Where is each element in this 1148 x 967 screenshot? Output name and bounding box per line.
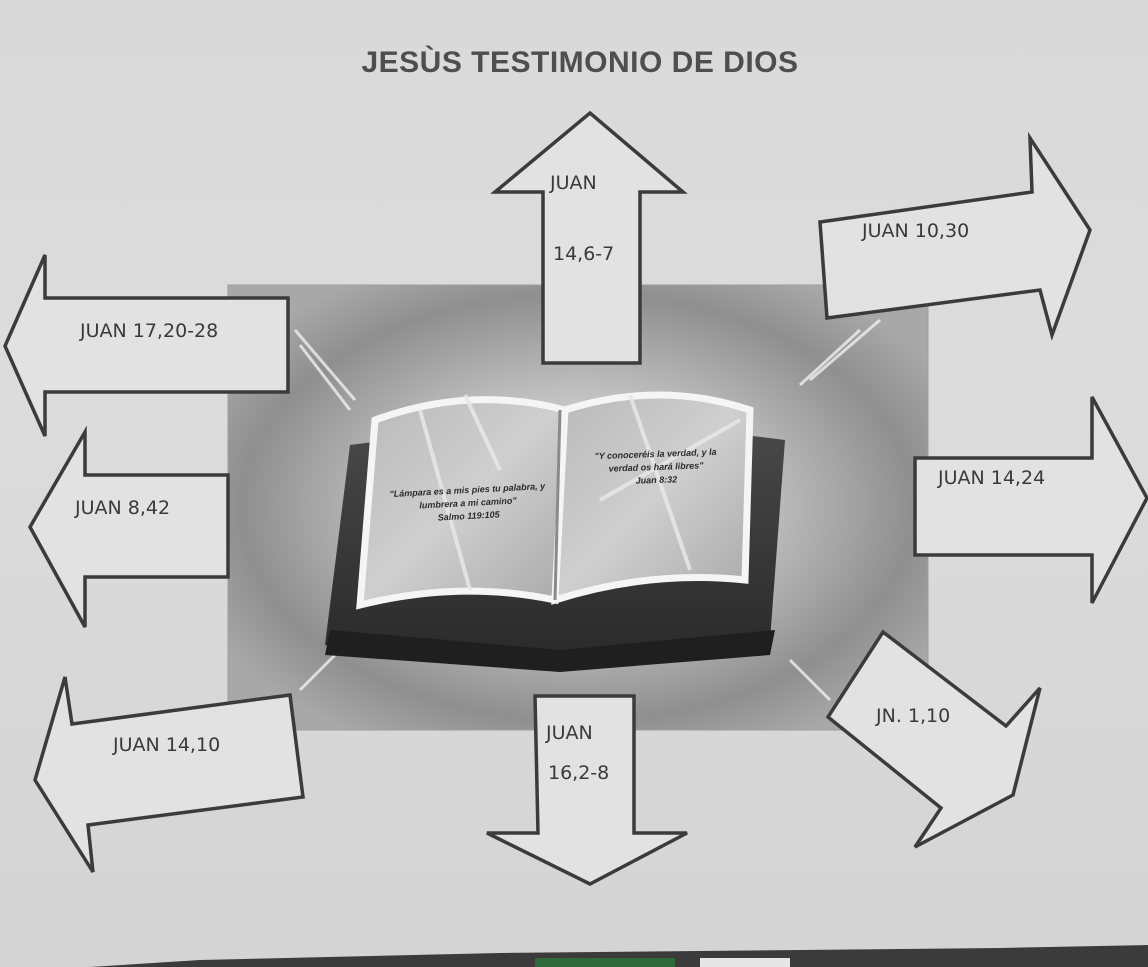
arrow-bottom-left xyxy=(33,676,305,873)
arrow-right-label: JUAN 14,24 xyxy=(938,467,1046,489)
arrow-top-right xyxy=(818,131,1092,341)
arrow-down-label-line1: JUAN xyxy=(546,722,593,744)
arrow-up-label-line2: 14,6-7 xyxy=(553,243,615,265)
arrow-bottom-left-label: JUAN 14,10 xyxy=(113,734,221,756)
left-page-ref: Salmo 119:105 xyxy=(437,509,500,523)
arrow-up xyxy=(490,110,688,365)
arrow-down xyxy=(486,694,688,886)
arrow-top-left xyxy=(3,254,290,437)
page-title: JESÙS TESTIMONIO DE DIOS xyxy=(361,46,799,79)
arrow-bottom-right xyxy=(825,629,1042,849)
arrow-right xyxy=(913,396,1148,604)
arrow-up-label-line1: JUAN xyxy=(550,172,597,194)
left-page-text: "Lámpara es a mis pies tu palabra, y lum… xyxy=(387,480,549,527)
arrow-down-label-line2: 16,2-8 xyxy=(548,762,610,784)
right-page-ref: Juan 8:32 xyxy=(635,474,678,486)
page-bottom-edge xyxy=(90,945,1148,967)
arrow-left-label: JUAN 8,42 xyxy=(75,497,171,519)
arrow-top-left-label: JUAN 17,20-28 xyxy=(80,320,219,342)
arrow-top-right-label: JUAN 10,30 xyxy=(862,220,970,242)
arrow-left xyxy=(27,425,230,628)
right-page-text: "Y conoceréis la verdad, y la verdad os … xyxy=(585,446,726,490)
right-page-quote: "Y conoceréis la verdad, y la verdad os … xyxy=(594,446,717,474)
arrow-bottom-right-label: JN. 1,10 xyxy=(876,705,951,727)
